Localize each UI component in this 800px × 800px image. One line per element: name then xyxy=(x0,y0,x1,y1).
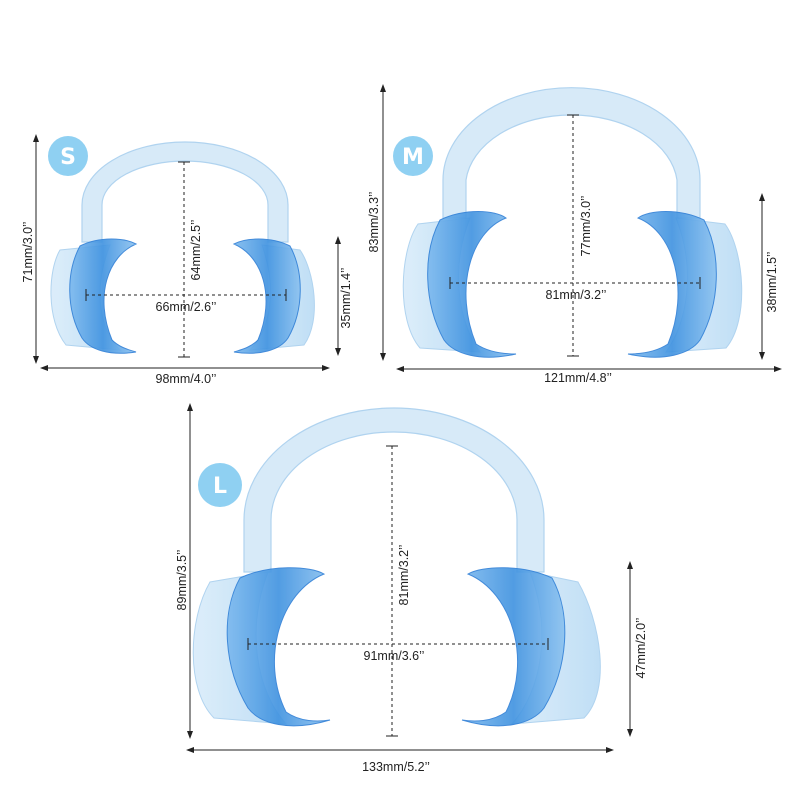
dim-total-height-small: 71mm/3.0’’ xyxy=(21,222,35,283)
size-badge-small-label: S xyxy=(60,145,76,170)
dim-inner-width-small: 66mm/2.6’’ xyxy=(156,300,217,314)
flange-right-small xyxy=(232,238,301,354)
flange-right-large xyxy=(461,567,566,727)
dim-total-width-large: 133mm/5.2’’ xyxy=(362,760,430,774)
dim-total-width-medium: 121mm/4.8’’ xyxy=(544,371,612,385)
arch-band-large xyxy=(243,407,545,573)
retractor-small: S 71mm/3.0’’ 64mm/2.5’’ 66mm/2.6’’ 35mm/… xyxy=(21,134,353,386)
dim-inner-height-medium: 77mm/3.0’’ xyxy=(579,196,593,257)
retractor-medium: M 83mm/3.3’’ 77mm/3.0’’ 81mm/3.2’’ 38mm/… xyxy=(367,84,782,385)
size-badge-small xyxy=(48,136,88,176)
flange-left-large xyxy=(226,567,331,727)
size-badge-medium xyxy=(393,136,433,176)
dim-cheek-height-small: 35mm/1.4’’ xyxy=(339,268,353,329)
dim-total-height-medium: 83mm/3.3’’ xyxy=(367,192,381,253)
size-badge-medium-label: M xyxy=(402,145,424,170)
dim-cheek-height-large: 47mm/2.0’’ xyxy=(634,618,648,679)
flange-right-medium xyxy=(627,211,717,358)
dim-inner-height-small: 64mm/2.5’’ xyxy=(189,220,203,281)
size-badge-large xyxy=(198,463,242,507)
dim-total-height-large: 89mm/3.5’’ xyxy=(175,550,189,611)
dim-inner-width-large: 91mm/3.6’’ xyxy=(364,649,425,663)
flange-left-small xyxy=(69,238,138,354)
arch-band-small xyxy=(81,141,289,243)
dim-total-width-small: 98mm/4.0’’ xyxy=(156,372,217,386)
dim-inner-height-large: 81mm/3.2’’ xyxy=(397,545,411,606)
size-badge-large-label: L xyxy=(213,474,227,499)
retractor-large: L 89mm/3.5’’ 81mm/3.2’’ 91mm/3.6’’ 47mm/… xyxy=(175,403,648,774)
dim-inner-width-medium: 81mm/3.2’’ xyxy=(546,288,607,302)
dim-cheek-height-medium: 38mm/1.5’’ xyxy=(765,252,779,313)
arch-band-medium xyxy=(442,87,701,219)
flange-left-medium xyxy=(427,211,517,358)
